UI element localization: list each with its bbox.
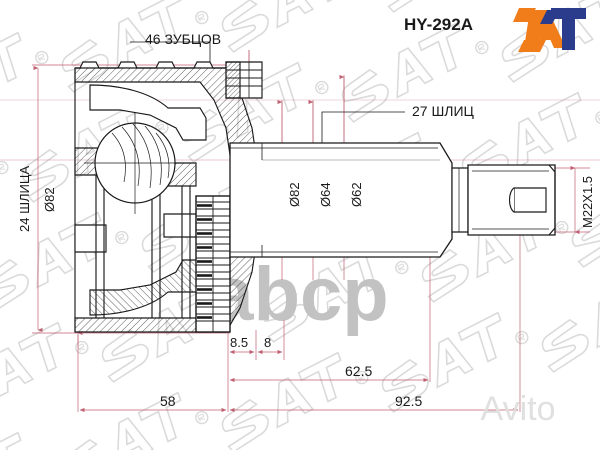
teeth-count-label: 46 ЗУБЦОВ — [145, 31, 222, 47]
dim-92-5-label: 92.5 — [395, 393, 423, 409]
dim-8-5-label: 8.5 — [230, 335, 249, 350]
inner-spline-label: 27 ШЛИЦ — [412, 103, 474, 119]
avito-watermark-text: Avito — [481, 390, 556, 428]
part-number-label: HY-292A — [404, 15, 473, 34]
at-logo-mark — [513, 8, 586, 52]
dim-8-label: 8 — [264, 335, 272, 350]
dim-62-5-label: 62.5 — [345, 363, 373, 379]
logo-letter-t — [551, 8, 586, 50]
dim-58-label: 58 — [160, 393, 176, 409]
